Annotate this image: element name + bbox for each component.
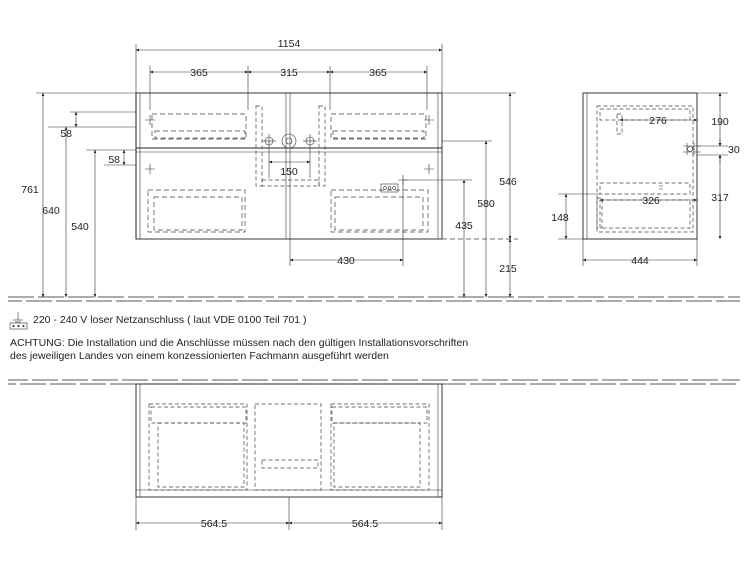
warning-line-2: des jeweiligen Landes von einem konzessi…: [10, 350, 389, 362]
dim-side-bottom-depth: 326: [642, 195, 660, 207]
dim-plan-right: 564.5: [352, 518, 378, 530]
warning-line-1: ACHTUNG: Die Installation und die Anschl…: [10, 337, 469, 349]
dim-540: 540: [71, 221, 89, 233]
dim-second-58: 58: [108, 154, 120, 166]
dim-plan-left: 564.5: [201, 518, 227, 530]
upper-right-drawer: [330, 113, 427, 140]
dim-center: 315: [280, 67, 298, 79]
dim-total-height: 761: [21, 184, 39, 196]
dim-drawer-left: 365: [190, 67, 208, 79]
lower-left-drawer: [147, 189, 246, 233]
dim-640: 640: [42, 205, 60, 217]
dim-pipe-width: 150: [280, 166, 298, 178]
plan-view: 564.5 564.5: [135, 383, 443, 530]
water-connections: [262, 133, 317, 149]
front-view: 1154 365 315 365 761 640 540 58 58 150: [21, 38, 518, 298]
dim-580: 580: [477, 198, 495, 210]
power-note: 220 - 240 V loser Netzanschluss ( laut V…: [33, 314, 307, 326]
dim-side-total-depth: 444: [631, 255, 649, 267]
electrical-outlet: [380, 183, 399, 193]
side-cabinet-outline: [582, 92, 698, 240]
dim-outlet-offset: 430: [337, 255, 355, 267]
plan-cabinet-outline: [135, 383, 443, 498]
dim-cabinet-height: 546: [499, 176, 517, 188]
dim-outlet-height: 435: [455, 220, 473, 232]
ground-outlet-icon: [9, 312, 28, 330]
dim-total-width: 1154: [278, 38, 301, 50]
dim-side-top-depth: 276: [649, 115, 667, 127]
dim-side-top-height: 190: [711, 116, 729, 128]
dim-side-lower-height: 317: [711, 192, 729, 204]
dim-drawer-right: 365: [369, 67, 387, 79]
side-tap-icon: [683, 143, 701, 155]
dim-side-drawer-height: 148: [551, 212, 569, 224]
dim-side-tap-height: 30: [728, 144, 740, 156]
dim-top-58: 58: [60, 128, 72, 140]
upper-left-drawer: [151, 113, 247, 140]
lower-right-drawer: [330, 189, 429, 233]
dim-floor-gap: 215: [499, 263, 517, 275]
side-view: 276 326 444 190 30 317 148: [551, 92, 740, 267]
